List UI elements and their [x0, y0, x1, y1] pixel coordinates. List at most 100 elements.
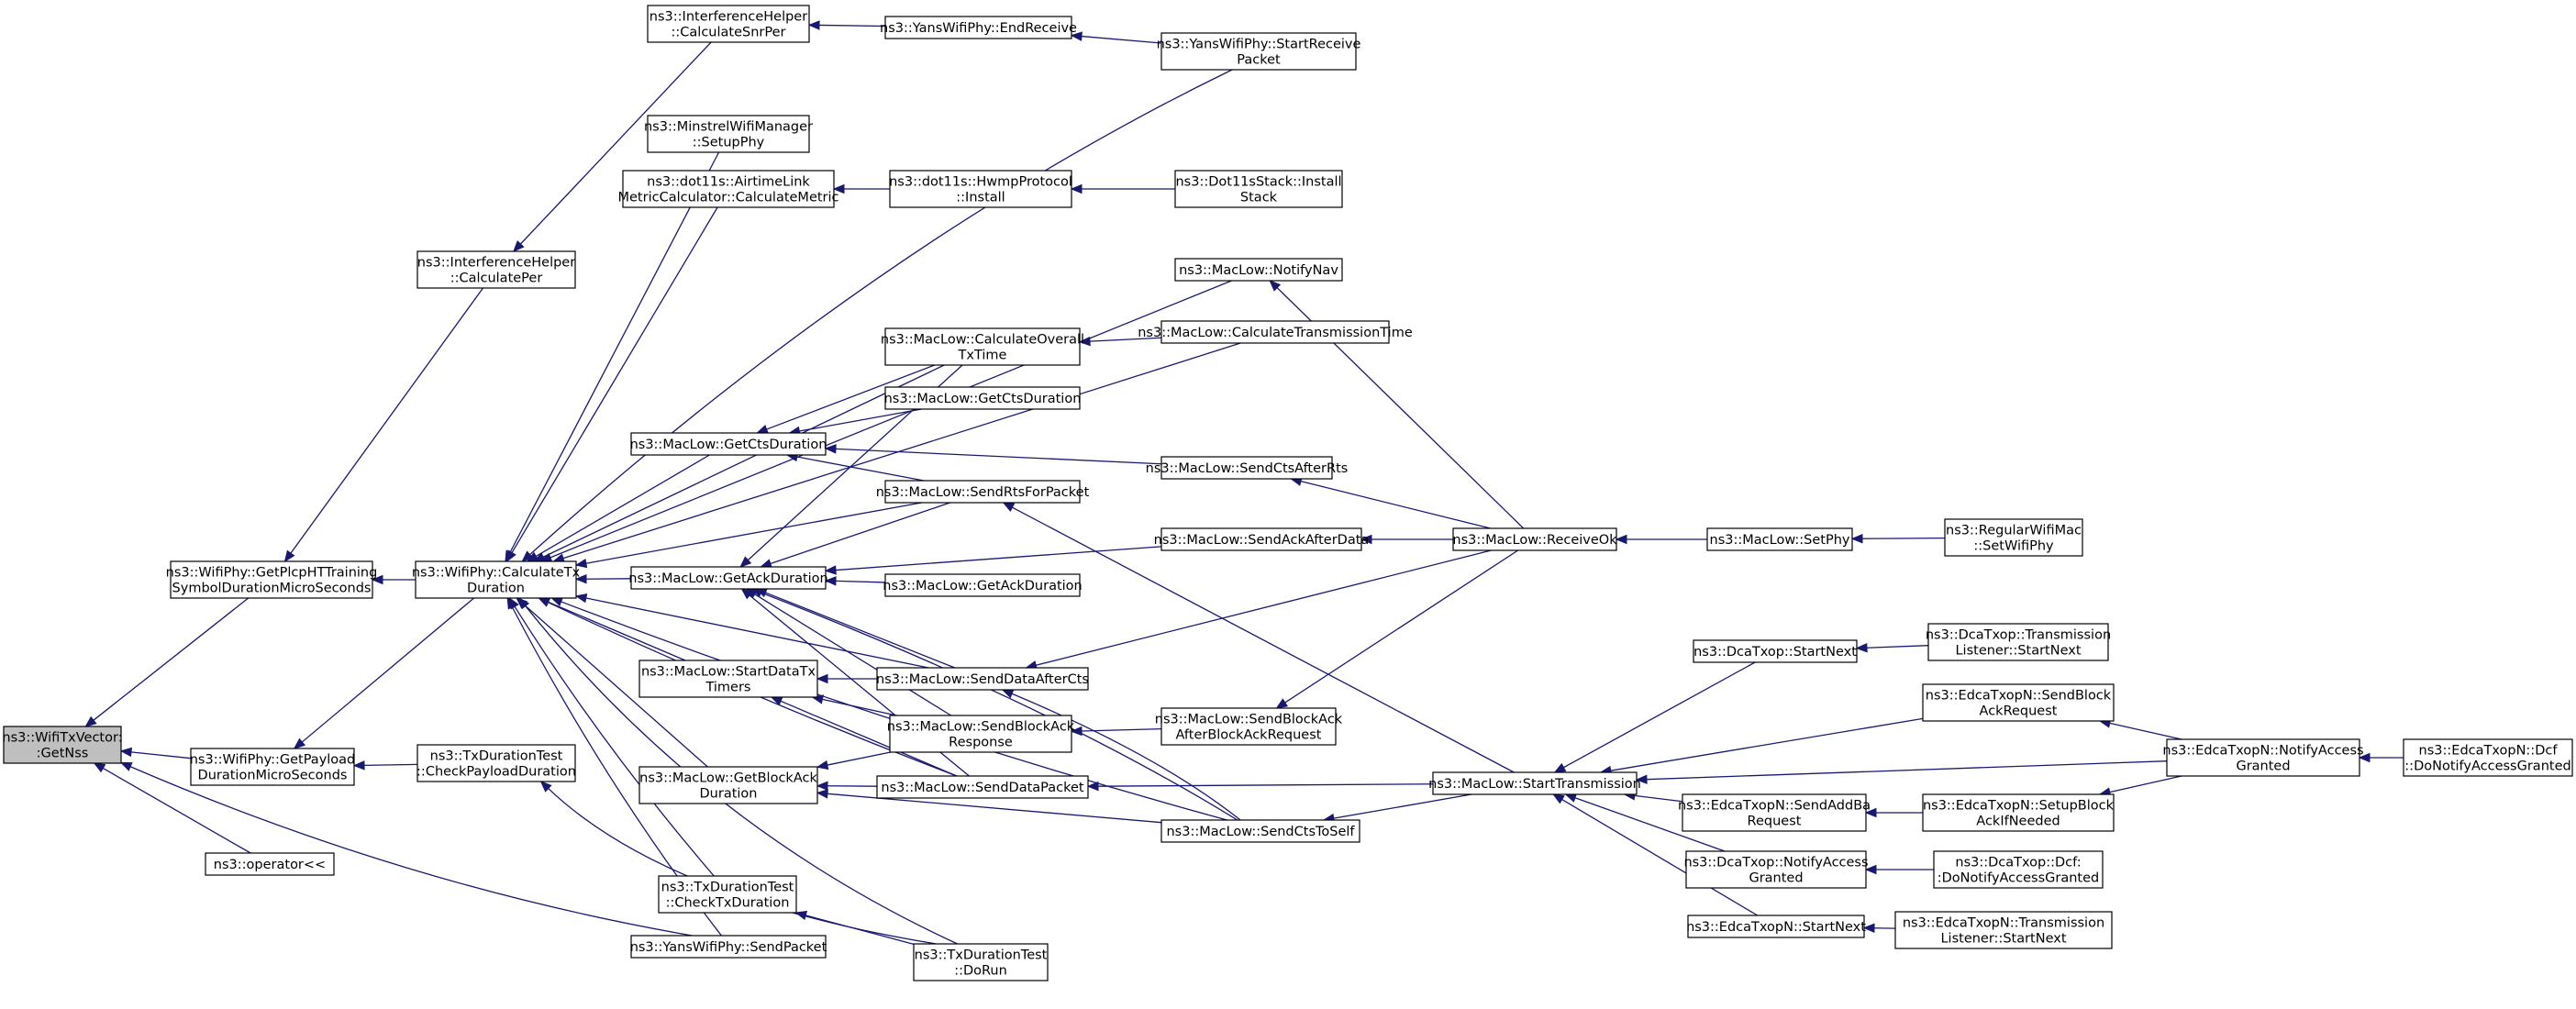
function-node[interactable]: ns3::dot11s::AirtimeLinkMetricCalculator… [617, 170, 839, 208]
function-node[interactable]: ns3::EdcaTxopN::StartNext [1686, 915, 1866, 938]
node-label-line: Listener::StartNext [1940, 932, 2066, 947]
node-label-line: ns3::EdcaTxopN::NotifyAccess [2162, 744, 2363, 759]
function-node[interactable]: ns3::MacLow::GetCtsDuration [884, 386, 1082, 410]
function-node[interactable]: ns3::MacLow::SendBlockAckAfterBlockAckRe… [1155, 707, 1343, 746]
call-edge [1290, 476, 1491, 529]
edge-line [585, 502, 922, 564]
arrowhead [1070, 726, 1083, 737]
function-node[interactable]: ns3::WifiPhy::GetPlcpHTTrainingSymbolDur… [166, 560, 378, 599]
function-node[interactable]: ns3::MacLow::NotifyNav [1174, 258, 1343, 282]
function-node[interactable]: ns3::MacLow::CalculateTransmissionTime [1138, 320, 1413, 344]
call-edge [1615, 534, 1708, 545]
function-node[interactable]: ns3::MacLow::SendCtsAfterRts [1146, 456, 1349, 480]
edge-line [1276, 287, 1525, 529]
function-node[interactable]: ns3::TxDurationTest::DoRun [913, 943, 1049, 981]
function-node[interactable]: ns3::EdcaTxopN::TransmissionListener::St… [1894, 911, 2113, 949]
function-node[interactable]: ns3::MacLow::StartTransmission [1428, 771, 1641, 795]
function-node[interactable]: ns3::operator<< [205, 852, 335, 876]
call-edge [824, 444, 1162, 465]
function-node[interactable]: ns3::MinstrelWifiManager::SetupPhy [644, 115, 813, 153]
edge-line [754, 593, 951, 716]
function-node[interactable]: ns3::MacLow::SendDataPacket [876, 775, 1089, 799]
function-node[interactable]: ns3::DcaTxop::StartNext [1693, 639, 1858, 663]
node-label-line: ::DoRun [954, 964, 1007, 979]
function-node[interactable]: ns3::RegularWifiMac::SetWifiPhy [1944, 518, 2083, 557]
arrowhead [824, 565, 837, 575]
node-label-line: Request [1748, 815, 1802, 829]
node-label-line: ns3::DcaTxop::Dcf: [1955, 856, 2081, 870]
edge-line [1866, 645, 1929, 649]
function-node[interactable]: ns3::InterferenceHelper::CalculatePer [416, 250, 576, 289]
edge-line [535, 454, 710, 558]
function-node[interactable]: ns3::MacLow::GetAckDuration [883, 573, 1083, 597]
arrowhead [506, 596, 517, 610]
edge-line [835, 448, 1162, 465]
function-node[interactable]: ns3::YansWifiPhy::SendPacket [630, 935, 827, 959]
node-label-line: ns3::TxDurationTest [430, 749, 563, 764]
edge-line [102, 767, 251, 854]
node-label-line: ns3::MacLow::CalculateOverall [881, 333, 1084, 348]
function-node[interactable]: ns3::DcaTxop::Dcf::DoNotifyAccessGranted [1933, 850, 2104, 889]
edge-line [827, 793, 1162, 824]
function-node[interactable]: ns3::YansWifiPhy::EndReceive [880, 16, 1077, 39]
edge-line [835, 546, 1162, 571]
node-label-line: ns3::MacLow::GetCtsDuration [630, 438, 827, 452]
node-label-line: ns3::TxDurationTest [661, 881, 794, 895]
arrowhead [1635, 774, 1648, 784]
function-node[interactable]: ns3::MacLow::ReceiveOk [1452, 527, 1617, 551]
function-node[interactable]: ns3::MacLow::SendCtsToSelf [1160, 819, 1360, 843]
function-node[interactable]: ns3::dot11s::HwmpProtocol::Install [889, 170, 1072, 208]
node-box [889, 715, 1072, 753]
function-node[interactable]: ns3::EdcaTxopN::Dcf::DoNotifyAccessGrant… [2403, 738, 2573, 777]
edge-line [1284, 549, 1519, 704]
edge-line [1634, 794, 1683, 803]
node-label-line: ns3::TxDurationTest [915, 948, 1048, 963]
edge-line [1012, 506, 1515, 773]
arrowhead [1553, 762, 1567, 773]
root-function-node[interactable]: ns3::WifiTxVector::GetNss [2, 726, 123, 764]
arrowhead [84, 715, 97, 727]
node-box [3, 726, 122, 764]
call-edge [832, 183, 890, 194]
function-node[interactable]: ns3::MacLow::GetAckDuration [628, 566, 828, 590]
function-node[interactable]: ns3::WifiPhy::GetPayloadDurationMicroSec… [190, 748, 356, 786]
function-node[interactable]: ns3::MacLow::SetPhy [1706, 527, 1853, 551]
node-box [2166, 738, 2360, 777]
call-edge [505, 206, 718, 563]
arrowhead [824, 576, 837, 586]
node-label-line: ns3::MacLow::CalculateTransmissionTime [1138, 326, 1413, 340]
node-box [1927, 623, 2109, 661]
function-node[interactable]: ns3::MacLow::SendAckAfterData [1154, 527, 1370, 551]
node-label-line: ns3::EdcaTxopN::SendAddBa [1678, 799, 1871, 814]
edge-line [129, 766, 693, 937]
node-label-line: ::CalculateSnrPer [672, 26, 786, 40]
function-node[interactable]: ns3::TxDurationTest::CheckTxDuration [658, 875, 797, 914]
node-box [1685, 850, 1867, 889]
node-box [1933, 850, 2104, 889]
call-edge [1269, 280, 1525, 529]
edge-line [1097, 783, 1434, 787]
node-label-line: ns3::MacLow::StartTransmission [1428, 777, 1641, 792]
node-label-line: ns3::InterferenceHelper [417, 256, 575, 271]
function-node[interactable]: ns3::DcaTxop::TransmissionListener::Star… [1926, 623, 2111, 661]
node-label-line: ns3::dot11s::AirtimeLink [647, 175, 810, 190]
call-edge [1855, 642, 1929, 653]
call-edge [1086, 781, 1434, 792]
function-node[interactable]: ns3::TxDurationTest::CheckPayloadDuratio… [416, 744, 576, 782]
function-node[interactable]: ns3::InterferenceHelper::CalculateSnrPer [647, 5, 810, 43]
function-node[interactable]: ns3::EdcaTxopN::NotifyAccessGranted [2162, 738, 2364, 777]
function-node[interactable]: ns3::MacLow::SendRtsForPacket [876, 480, 1090, 504]
function-node[interactable]: ns3::MacLow::GetCtsDuration [630, 432, 827, 456]
function-node[interactable]: ns3::DcaTxop::NotifyAccessGranted [1683, 850, 1869, 889]
function-node[interactable]: ns3::MacLow::SendDataAfterCts [876, 667, 1089, 691]
